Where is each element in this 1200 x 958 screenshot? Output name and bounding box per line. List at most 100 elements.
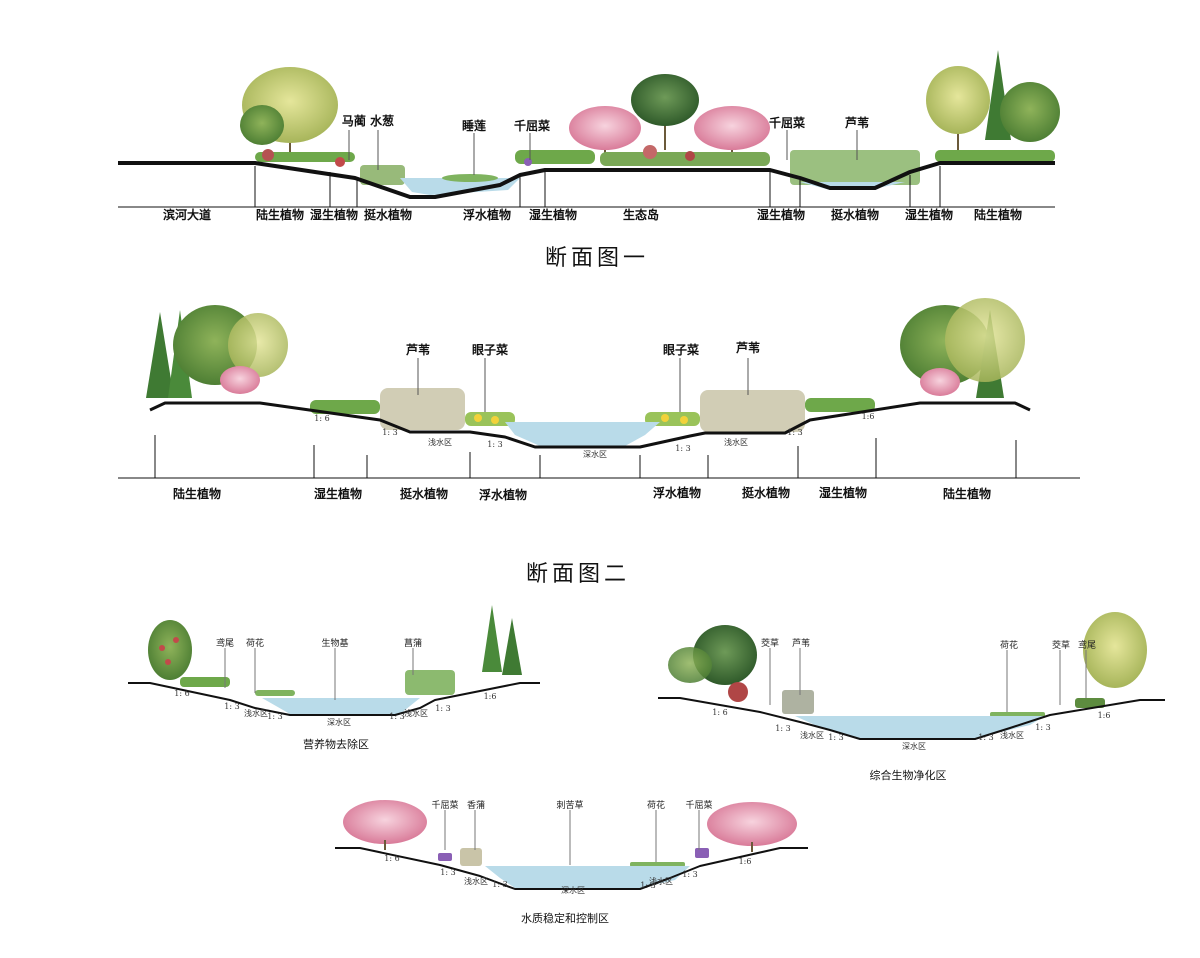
s1-zone-label: 生态岛	[622, 208, 660, 222]
section2-title: 断面图二	[525, 562, 631, 587]
s1-plant-label: 睡莲	[461, 119, 487, 133]
sectionA-title: 营养物去除区	[303, 738, 369, 751]
sB-slope-label: 1: 3	[1035, 723, 1051, 732]
section1-ground	[118, 161, 1055, 199]
sA-slope-label: 1: 3	[389, 712, 405, 721]
sA-plant-label: 生物基	[321, 639, 349, 649]
sB-slope-label: 1: 6	[712, 708, 728, 717]
sC-area-label: 深水区	[561, 886, 585, 895]
s1-plant-label: 马蔺 水葱	[341, 114, 395, 128]
s1-zone-label: 湿生植物	[756, 208, 806, 222]
sC-plant-label: 千屈菜	[685, 801, 713, 811]
section2-water	[505, 422, 660, 446]
s1-zone-label: 滨河大道	[162, 208, 212, 222]
section1-water	[400, 178, 520, 195]
sectionA-ground	[128, 682, 540, 716]
sA-plant-label: 菖蒲	[403, 639, 423, 649]
sectionB-ground	[658, 697, 1165, 740]
sB-plant-label: 芦苇	[791, 639, 811, 649]
s2-zone-label: 陆生植物	[172, 487, 222, 501]
s2-slope-label: 1: 3	[675, 444, 691, 453]
sB-slope-label: 1: 3	[775, 724, 791, 733]
sB-slope-label: 1: 3	[978, 733, 994, 742]
sA-slope-label: 1: 6	[174, 689, 190, 698]
section2-trees	[146, 298, 1025, 398]
sB-plant-label: 荷花	[999, 641, 1019, 651]
sA-area-label: 深水区	[327, 718, 351, 727]
s2-zone-label: 湿生植物	[818, 486, 868, 500]
sC-area-label: 浅水区	[464, 877, 488, 886]
s2-zone-label: 陆生植物	[942, 487, 992, 501]
s2-zone-label: 挺水植物	[741, 486, 791, 500]
s1-zone-label: 陆生植物	[973, 208, 1023, 222]
section1-group	[118, 50, 1060, 208]
sC-plant-label: 刺苦草	[556, 801, 584, 811]
sB-plant-label: 茭草	[760, 639, 780, 649]
section2-group	[118, 298, 1080, 479]
sC-plant-label: 荷花	[646, 801, 666, 811]
sC-area-label: 浅水区	[649, 877, 673, 886]
s2-slope-label: 1: 6	[314, 414, 330, 423]
s2-slope-label: 1: 3	[382, 428, 398, 437]
sC-slope-label: 1: 3	[440, 868, 456, 877]
s1-plant-label: 千屈菜	[768, 116, 806, 130]
sA-slope-label: 1: 3	[267, 712, 283, 721]
s1-zone-label: 陆生植物	[255, 208, 305, 222]
sC-plant-label: 香蒲	[466, 801, 486, 811]
sA-slope-label: 1:6	[483, 692, 497, 701]
section1-trees	[240, 50, 1060, 160]
sA-plant-label: 鸢尾	[215, 639, 235, 649]
sC-slope-label: 1:6	[738, 857, 752, 866]
s2-area-label: 浅水区	[724, 438, 748, 447]
s2-plant-label: 芦苇	[735, 341, 761, 355]
s1-plant-label: 千屈菜	[513, 119, 551, 133]
sectionC-title: 水质稳定和控制区	[521, 912, 609, 925]
sA-slope-label: 1: 3	[435, 704, 451, 713]
section1-title: 断面图一	[544, 246, 650, 271]
sC-plant-label: 千屈菜	[431, 801, 459, 811]
s1-zone-label: 挺水植物	[363, 208, 413, 222]
sC-slope-label: 1: 3	[682, 870, 698, 879]
sA-area-label: 浅水区	[244, 709, 268, 718]
sB-plant-label: 茭草	[1051, 641, 1071, 651]
sA-plant-label: 荷花	[245, 639, 265, 649]
s2-zone-label: 湿生植物	[313, 487, 363, 501]
s1-zone-label: 湿生植物	[904, 208, 954, 222]
s1-plant-label: 芦苇	[844, 116, 870, 130]
s2-area-label: 浅水区	[428, 438, 452, 447]
sB-plant-label: 鸢尾	[1077, 641, 1097, 651]
sA-area-label: 浅水区	[404, 709, 428, 718]
sA-slope-label: 1: 3	[224, 702, 240, 711]
s2-zone-label: 浮水植物	[652, 486, 702, 500]
s2-zone-label: 浮水植物	[478, 488, 528, 502]
sC-slope-label: 1: 6	[384, 854, 400, 863]
sC-slope-label: 1: 3	[640, 881, 656, 890]
sB-area-label: 深水区	[902, 742, 926, 751]
s2-zone-label: 挺水植物	[399, 487, 449, 501]
s2-slope-label: 1: 3	[787, 428, 803, 437]
s1-zone-label: 湿生植物	[528, 208, 578, 222]
s2-slope-label: 1:6	[861, 412, 875, 421]
sB-area-label: 浅水区	[800, 731, 824, 740]
sB-slope-label: 1: 3	[828, 733, 844, 742]
sB-area-label: 浅水区	[1000, 731, 1024, 740]
s2-plant-label: 眼子菜	[471, 343, 509, 357]
sectionC-group	[335, 800, 808, 890]
s2-plant-label: 眼子菜	[662, 343, 700, 357]
s1-zone-label: 湿生植物	[309, 208, 359, 222]
s1-zone-label: 浮水植物	[462, 208, 512, 222]
sB-slope-label: 1:6	[1097, 711, 1111, 720]
section2-vegetation	[310, 388, 875, 432]
sectionC-ground	[335, 847, 808, 890]
s2-slope-label: 1: 3	[487, 440, 503, 449]
sectionA-group	[128, 605, 540, 716]
sectionB-group	[658, 612, 1165, 740]
s2-plant-label: 芦苇	[405, 343, 431, 357]
section2-ground	[149, 401, 1031, 449]
s2-area-label: 深水区	[583, 450, 607, 459]
sC-slope-label: 1: 3	[492, 880, 508, 889]
s1-zone-label: 挺水植物	[830, 208, 880, 222]
section1-vegetation	[255, 145, 1055, 185]
